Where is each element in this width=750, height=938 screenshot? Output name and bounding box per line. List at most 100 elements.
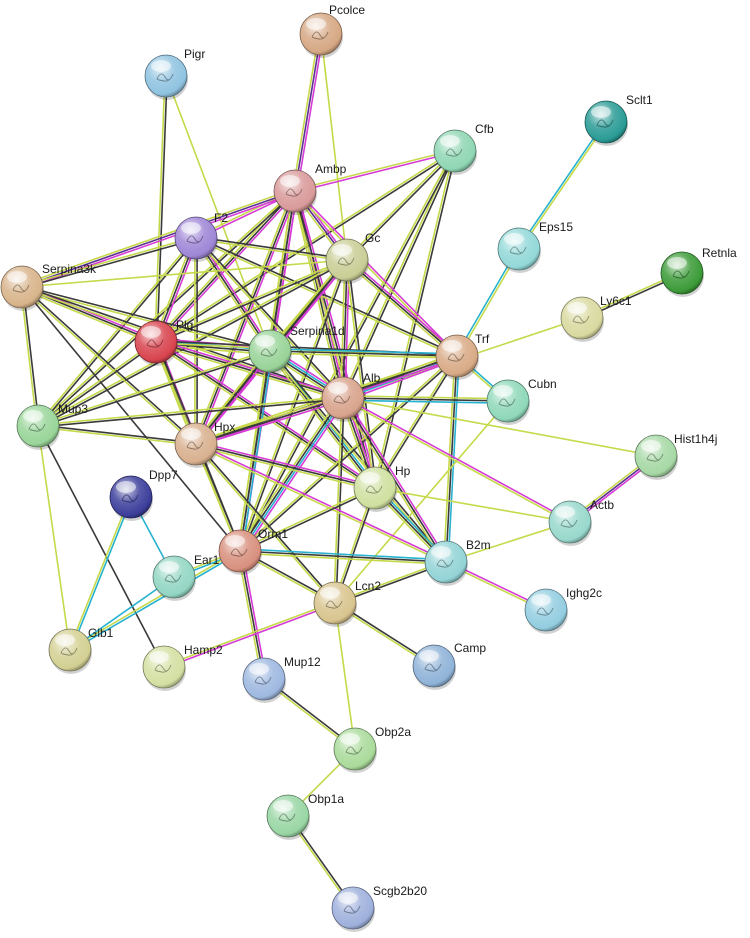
node-Sclt1[interactable]: Sclt1: [584, 93, 653, 146]
node-Cubn[interactable]: Cubn: [486, 377, 557, 425]
edge-Serpina3k-Mup3[interactable]: [20, 286, 40, 427]
edge-Gc-Serpina3k[interactable]: [21, 259, 348, 288]
edge-Cubn-Alb[interactable]: [342, 394, 509, 405]
node-Eps15[interactable]: Eps15: [497, 220, 573, 273]
edge-F2-Serpina3k[interactable]: [20, 236, 198, 289]
node-Cfb[interactable]: Cfb: [433, 122, 494, 175]
edge-Serpina3k-Serpina1d[interactable]: [20, 285, 272, 353]
edge-F2-Trf[interactable]: [194, 236, 459, 358]
edge-F2-Mup3[interactable]: [36, 236, 198, 428]
edge-line-yellow: [291, 32, 320, 192]
node-Glb1[interactable]: Glb1: [48, 626, 114, 674]
edge-Gc-Hp[interactable]: [345, 259, 377, 489]
edge-Serpina1d-Orm1[interactable]: [237, 349, 274, 553]
edge-Orm1-B2m[interactable]: [239, 547, 447, 566]
node-Ear1[interactable]: Ear1: [152, 553, 220, 601]
edge-Gc-Orm1[interactable]: [238, 258, 349, 553]
node-Dpp7[interactable]: Dpp7: [109, 468, 178, 521]
edge-line-pink: [195, 441, 377, 487]
edge-Alb-Lcn2[interactable]: [333, 397, 345, 604]
edge-line-black: [37, 237, 198, 428]
node-Trf[interactable]: Trf: [435, 332, 490, 380]
node-highlight: [280, 175, 300, 187]
edge-Ambp-Mup3[interactable]: [36, 189, 297, 428]
edge-line-black: [240, 259, 349, 553]
edge-Serpina1d-Trf[interactable]: [269, 347, 458, 360]
edge-line-black: [239, 355, 459, 553]
edge-Cfb-Ambp[interactable]: [293, 149, 457, 193]
node-Pcolce[interactable]: Pcolce: [299, 3, 365, 58]
structure-glyph-icon: [672, 270, 690, 279]
edge-F2-Gc[interactable]: [195, 236, 349, 262]
node-Ambp[interactable]: Ambp: [273, 162, 347, 215]
edge-Hp-Actb[interactable]: [374, 487, 571, 523]
node-Retnla[interactable]: Retnla: [660, 246, 737, 297]
edge-Lcn2-Obp2a[interactable]: [334, 602, 356, 750]
edge-Sclt1-Eps15[interactable]: [517, 120, 608, 251]
node-highlight: [320, 587, 340, 599]
edge-Lcn2-Hamp2[interactable]: [162, 601, 337, 669]
node-Obp2a[interactable]: Obp2a: [333, 725, 411, 773]
node-Hist1h4j[interactable]: Hist1h4j: [634, 432, 717, 480]
edge-Alb-Actb[interactable]: [341, 396, 572, 524]
node-highlight: [567, 302, 587, 314]
edge-Plg-Mup3[interactable]: [36, 340, 158, 428]
node-Alb[interactable]: Alb: [321, 371, 381, 422]
node-Lcn2[interactable]: Lcn2: [313, 579, 381, 627]
edge-Serpina1d-Mup3[interactable]: [36, 349, 272, 428]
node-highlight: [55, 634, 75, 646]
edge-Alb-Hpx[interactable]: [194, 395, 345, 447]
edge-Serpina3k-Hpx[interactable]: [20, 285, 198, 446]
structure-glyph-icon: [560, 519, 578, 528]
edge-Mup3-Hpx[interactable]: [37, 424, 197, 446]
edge-Actb-B2m[interactable]: [445, 521, 571, 563]
node-Gc[interactable]: Gc: [325, 231, 380, 284]
edge-Mup3-Hamp2[interactable]: [37, 425, 165, 668]
edge-Hp-Orm1[interactable]: [238, 486, 377, 553]
edge-line-cyan: [269, 347, 458, 355]
edge-line-yellow: [194, 395, 344, 443]
node-F2[interactable]: F2: [174, 211, 228, 262]
node-Camp[interactable]: Camp: [412, 641, 486, 690]
node-label: Eps15: [539, 220, 573, 234]
node-Serpina3k[interactable]: Serpina3k: [0, 262, 97, 311]
edge-Dpp7-Glb1[interactable]: [68, 495, 133, 652]
node-Obp1a[interactable]: Obp1a: [266, 792, 344, 840]
node-B2m[interactable]: B2m: [424, 538, 491, 586]
edge-Orm1-Mup12[interactable]: [237, 549, 268, 681]
edge-Hpx-Hp[interactable]: [194, 441, 377, 491]
edge-Trf-Orm1[interactable]: [238, 354, 459, 553]
edge-line-black: [239, 350, 271, 552]
node-Plg[interactable]: Plg: [134, 318, 193, 366]
edge-Alb-Orm1[interactable]: [236, 395, 347, 554]
edge-Hpx-Lcn2[interactable]: [194, 442, 337, 605]
edge-Alb-Hist1h4j[interactable]: [342, 397, 657, 457]
node-Orm1[interactable]: Orm1: [218, 527, 288, 575]
edge-F2-Alb[interactable]: [194, 236, 345, 400]
node-Ly6c1[interactable]: Ly6c1: [560, 294, 632, 342]
edge-Mup3-Glb1[interactable]: [37, 425, 71, 651]
edge-Pigr-Plg[interactable]: [154, 75, 168, 343]
edge-Alb-Mup3[interactable]: [37, 396, 344, 428]
node-label: Pcolce: [329, 3, 365, 17]
edge-Cfb-Gc[interactable]: [345, 149, 457, 262]
edge-line-yellow: [194, 443, 336, 605]
node-Hpx[interactable]: Hpx: [174, 420, 235, 468]
edge-Pcolce-Ambp[interactable]: [291, 32, 325, 193]
node-Ighg2c[interactable]: Ighg2c: [524, 586, 602, 634]
edge-Orm1-Glb1[interactable]: [68, 549, 242, 652]
node-Serpina1d[interactable]: Serpina1d: [248, 324, 345, 375]
node-Mup3[interactable]: Mup3: [16, 402, 88, 450]
node-Pigr[interactable]: Pigr: [144, 47, 205, 100]
edge-Cubn-Lcn2[interactable]: [334, 400, 509, 604]
node-Actb[interactable]: Actb: [548, 498, 614, 546]
edge-line-black: [37, 424, 197, 444]
node-Scgb2b20[interactable]: Scgb2b20: [331, 884, 427, 932]
edge-Plg-Alb[interactable]: [154, 339, 345, 401]
node-label: Obp1a: [308, 792, 344, 806]
edge-Gc-Trf[interactable]: [344, 257, 460, 359]
edge-Hpx-B2m[interactable]: [194, 442, 448, 564]
node-Hamp2[interactable]: Hamp2: [142, 643, 223, 691]
node-Hp[interactable]: Hp: [353, 464, 411, 512]
node-Mup12[interactable]: Mup12: [242, 655, 321, 703]
